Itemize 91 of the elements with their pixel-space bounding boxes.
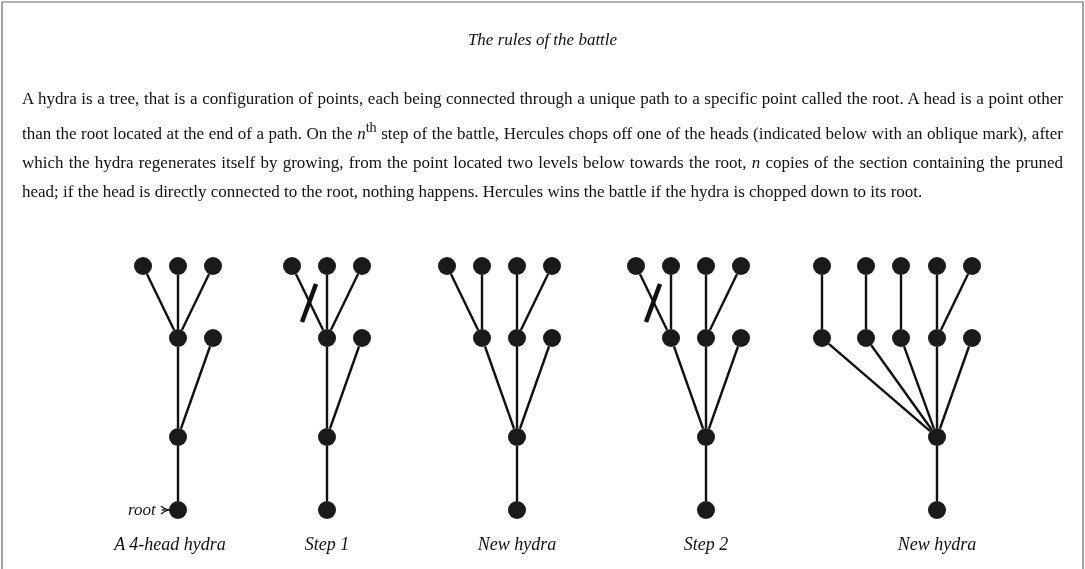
node-dot bbox=[662, 257, 680, 275]
tree-caption: New hydra bbox=[897, 534, 977, 555]
node-dot bbox=[892, 257, 910, 275]
tree-branch bbox=[938, 346, 971, 429]
tree-branch bbox=[708, 273, 739, 331]
node-dot bbox=[928, 428, 946, 446]
node-dot bbox=[963, 257, 981, 275]
tree-branch bbox=[329, 273, 360, 331]
node-dot bbox=[857, 329, 875, 347]
tree-branch bbox=[325, 347, 329, 428]
node-dot bbox=[353, 329, 371, 347]
node-dot bbox=[732, 257, 750, 275]
node-dot bbox=[697, 257, 715, 275]
node-dot bbox=[508, 501, 526, 519]
node-dot bbox=[813, 257, 831, 275]
node-dot bbox=[963, 329, 981, 347]
tree-branch bbox=[638, 273, 669, 331]
tree-branch bbox=[515, 446, 519, 501]
tree-branch bbox=[518, 346, 551, 429]
node-dot bbox=[318, 428, 336, 446]
node-dot bbox=[697, 501, 715, 519]
node-dot bbox=[473, 257, 491, 275]
tree-branch bbox=[179, 346, 212, 429]
tree-branch bbox=[145, 273, 176, 331]
node-dot bbox=[697, 329, 715, 347]
tree-branch bbox=[669, 275, 673, 329]
tree-branch bbox=[325, 275, 329, 329]
node-dot bbox=[169, 257, 187, 275]
node-dot bbox=[204, 257, 222, 275]
tree-branch bbox=[704, 347, 708, 428]
tree-branch bbox=[176, 347, 180, 428]
node-dot bbox=[169, 428, 187, 446]
tree-branch bbox=[672, 346, 705, 429]
node-dot bbox=[508, 257, 526, 275]
tree-branch bbox=[935, 347, 939, 428]
node-dot bbox=[318, 329, 336, 347]
tree-caption: A 4-head hydra bbox=[114, 534, 226, 555]
node-dot bbox=[508, 428, 526, 446]
node-dot bbox=[169, 329, 187, 347]
tree-branch bbox=[820, 275, 824, 329]
tree-branch bbox=[864, 275, 868, 329]
tree-branch bbox=[480, 275, 484, 329]
tree-branch bbox=[483, 346, 516, 429]
tree-branch bbox=[704, 446, 708, 501]
root-label: root bbox=[128, 500, 156, 520]
node-dot bbox=[353, 257, 371, 275]
node-dot bbox=[543, 257, 561, 275]
tree-branch bbox=[180, 273, 211, 331]
tree-branch bbox=[902, 346, 936, 429]
node-dot bbox=[543, 329, 561, 347]
node-dot bbox=[473, 329, 491, 347]
node-dot bbox=[732, 329, 750, 347]
tree-branch bbox=[294, 273, 325, 331]
node-dot bbox=[928, 329, 946, 347]
tree-caption: New hydra bbox=[477, 534, 557, 555]
tree-branch bbox=[939, 273, 970, 331]
node-dot bbox=[169, 501, 187, 519]
node-dot bbox=[283, 257, 301, 275]
node-dot bbox=[857, 257, 875, 275]
tree-branch bbox=[449, 273, 480, 331]
tree-caption: Step 2 bbox=[683, 534, 729, 555]
tree-branch bbox=[176, 446, 180, 501]
tree-branch bbox=[519, 273, 550, 331]
tree-branch bbox=[325, 446, 329, 501]
title: The rules of the battle bbox=[466, 30, 619, 50]
tree-branch bbox=[935, 275, 939, 329]
node-dot bbox=[627, 257, 645, 275]
tree-branch bbox=[515, 347, 519, 428]
tree-branch bbox=[515, 275, 519, 329]
node-dot bbox=[697, 428, 715, 446]
node-dot bbox=[892, 329, 910, 347]
tree-branch bbox=[704, 275, 708, 329]
rules-paragraph: A hydra is a tree, that is a configuration of points, each being connected through a unique path to a specific point called the root. A head is a point other than the root located at the end of a path. On the n$^{th}$ step of the battle, Hercules chops off one of the heads (indicated below with an oblique mark), after which the hydra regenerates itself by growing, from the point located two levels below towards the root, n copies of the section containing the pruned head; if the head is directly connected to the root, nothing happens. Hercules wins the battle if the hydra is chopped down to its root. bbox=[22, 88, 1063, 203]
node-dot bbox=[134, 257, 152, 275]
node-dot bbox=[204, 329, 222, 347]
node-dot bbox=[508, 329, 526, 347]
tree-branch bbox=[328, 346, 361, 429]
node-dot bbox=[813, 329, 831, 347]
tree-branch bbox=[707, 346, 740, 429]
tree-branch bbox=[176, 275, 180, 329]
node-dot bbox=[928, 257, 946, 275]
node-dot bbox=[318, 501, 336, 519]
tree-branch bbox=[935, 446, 939, 501]
node-dot bbox=[662, 329, 680, 347]
node-dot bbox=[318, 257, 336, 275]
tree-branch bbox=[828, 342, 931, 433]
node-dot bbox=[928, 501, 946, 519]
tree-branch bbox=[899, 275, 903, 329]
node-dot bbox=[438, 257, 456, 275]
tree-branch bbox=[870, 344, 933, 431]
tree-caption: Step 1 bbox=[304, 534, 350, 555]
